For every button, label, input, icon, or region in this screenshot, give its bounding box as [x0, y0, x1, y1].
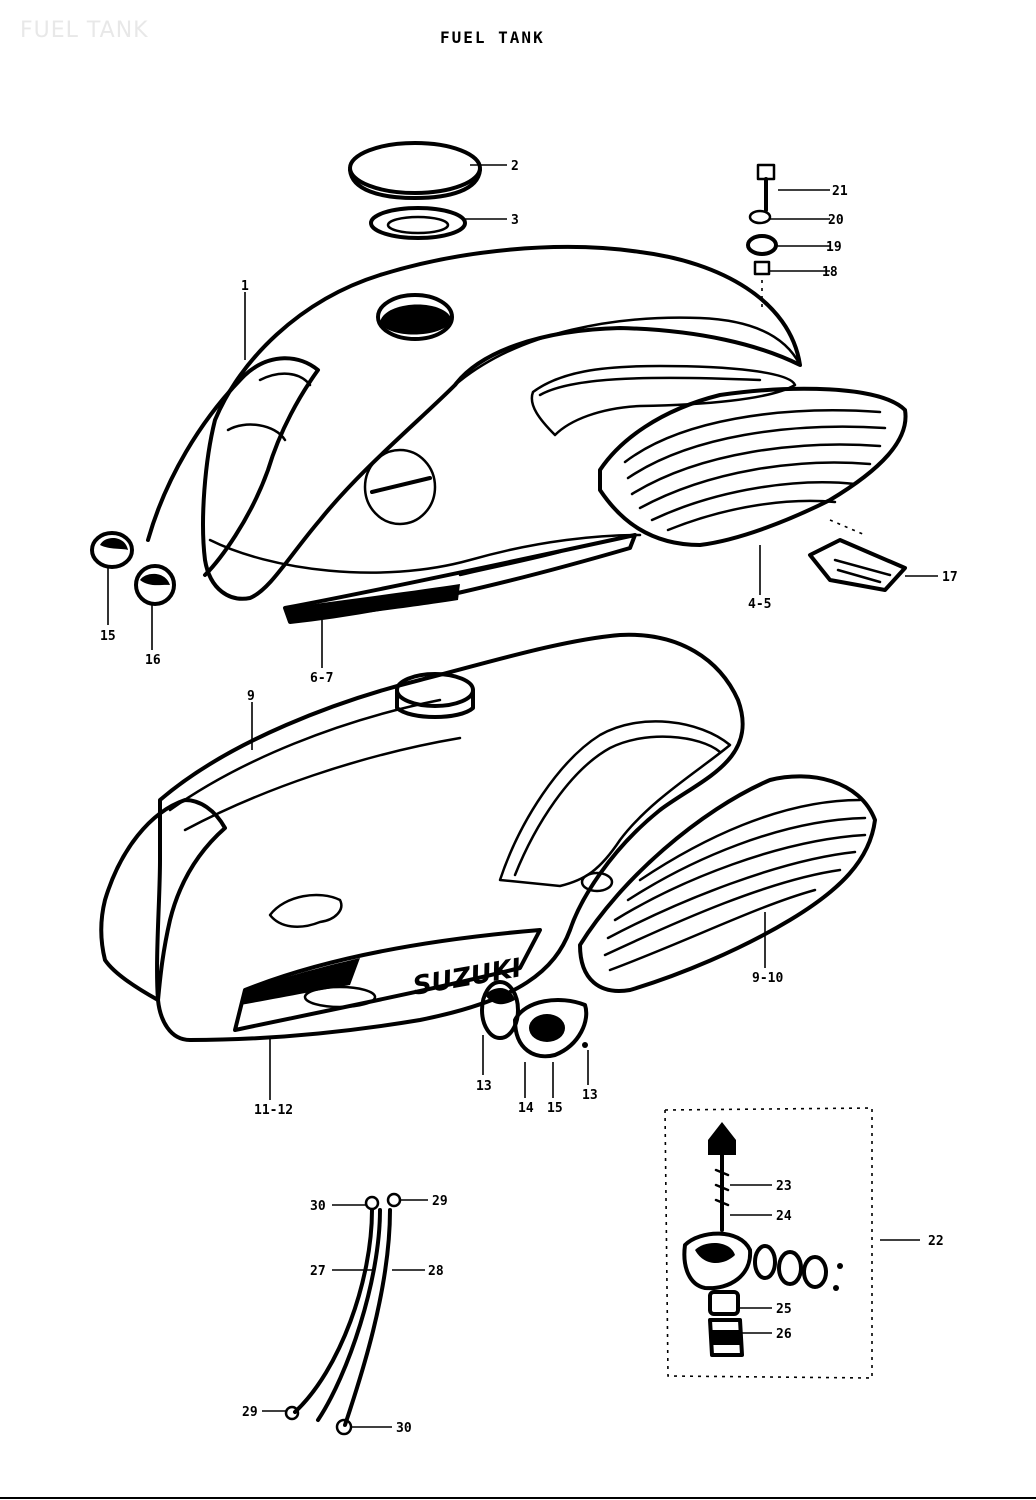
callout-22: 22: [928, 1234, 944, 1249]
callout-15-emblem: 15: [547, 1101, 563, 1116]
mounting-bolt-set: [746, 163, 778, 310]
knee-grip-lower: [578, 774, 877, 993]
callout-28: 28: [428, 1264, 444, 1279]
callout-21: 21: [832, 184, 848, 199]
callout-17: 17: [942, 570, 958, 585]
callout-3: 3: [511, 213, 519, 228]
callout-29-top: 29: [432, 1194, 448, 1209]
callout-11-12: 11-12: [254, 1103, 293, 1118]
callout-15: 15: [100, 629, 116, 644]
callout-26: 26: [776, 1327, 792, 1342]
diagram-title: FUEL TANK: [440, 28, 545, 47]
callout-13-screw: 13: [582, 1088, 598, 1103]
callout-25: 25: [776, 1302, 792, 1317]
callout-9-10: 9-10: [752, 971, 783, 986]
callout-9: 9: [247, 689, 255, 704]
callout-30-bottom: 30: [396, 1421, 412, 1436]
callout-24: 24: [776, 1209, 792, 1224]
knee-grip-upper: [598, 386, 908, 547]
page-bottom-border: [0, 1497, 1036, 1499]
leader-lines: [107, 164, 938, 1428]
lower-fuel-tank: SUZUKI: [99, 632, 877, 1059]
watermark-text: FUEL TANK: [20, 18, 149, 43]
callout-30-top: 30: [310, 1199, 326, 1214]
callout-14: 14: [518, 1101, 534, 1116]
fuel-hoses: [284, 1192, 402, 1436]
callout-16: 16: [145, 653, 161, 668]
callout-13: 13: [476, 1079, 492, 1094]
fuel-cap: [348, 141, 482, 240]
callout-29-bottom: 29: [242, 1405, 258, 1420]
callout-4-5: 4-5: [748, 597, 771, 612]
upper-fuel-tank: [90, 244, 908, 624]
callout-1: 1: [241, 279, 249, 294]
callout-labels: 2 3 21 20 19 18 1 15 16 6-7 4-5 17 9 9-1…: [100, 159, 958, 1436]
callout-23: 23: [776, 1179, 792, 1194]
callout-27: 27: [310, 1264, 326, 1279]
callout-6-7: 6-7: [310, 671, 333, 686]
callout-18: 18: [822, 265, 838, 280]
fuel-cock-assembly: [664, 1107, 873, 1379]
callout-19: 19: [826, 240, 842, 255]
callout-2: 2: [511, 159, 519, 174]
tank-emblem: [480, 980, 589, 1059]
callout-20: 20: [828, 213, 844, 228]
